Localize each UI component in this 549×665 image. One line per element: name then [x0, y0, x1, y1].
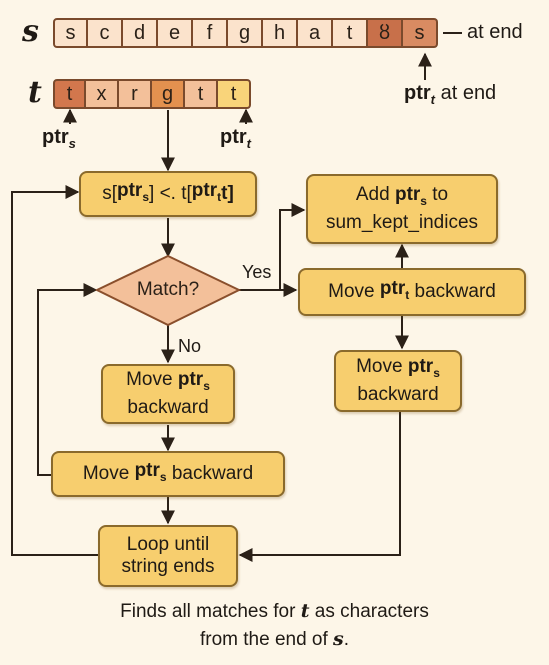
s-label: s [22, 14, 39, 49]
add-to-sum-box: Add ptrs to sum_kept_indices [306, 174, 498, 244]
inner-loop-arrow [37, 283, 98, 476]
yes-label: Yes [242, 262, 272, 282]
caption-line-1: Finds all matches for t as characters [120, 600, 429, 622]
s-row-cell: ȣ [368, 18, 403, 48]
t-row-cell: r [119, 79, 152, 109]
right-to-loop-arrow [238, 410, 401, 562]
s-row-cell: c [88, 18, 123, 48]
outer-loop-arrow [11, 185, 98, 556]
ptr-s-label: ptrs [42, 126, 76, 151]
move-ptr-s-no-box: Move ptrs backward [101, 364, 235, 424]
caption-line-2: from the end of s. [199, 628, 350, 650]
ptr-t-end-label: ptrt at end [404, 82, 497, 107]
s-row-cell: s [53, 18, 88, 48]
t-row-cell: g [152, 79, 185, 109]
t-label: t [28, 75, 42, 110]
s-row-cell: h [263, 18, 298, 48]
ptr-t-label: ptrt [220, 126, 252, 151]
decision-label: Match? [136, 279, 200, 300]
s-row-cell: s [403, 18, 438, 48]
t-row-cell: x [86, 79, 119, 109]
t-row-cell: t [53, 79, 86, 109]
s-end-note: at end [467, 21, 523, 43]
s-row-cell: f [193, 18, 228, 48]
move-ptr-s-right-box: Move ptrs backward [334, 350, 462, 412]
loop-until-box: Loop until string ends [98, 525, 238, 587]
s-row-cell: a [298, 18, 333, 48]
move-ptr-t-box: Move ptrt backward [298, 268, 526, 316]
s-row-cell: g [228, 18, 263, 48]
t-row-cell: t [185, 79, 218, 109]
s-row-cell: t [333, 18, 368, 48]
move-ptr-s-wide-box: Move ptrs backward [51, 451, 285, 497]
t-row-cell: t [218, 79, 251, 109]
decision-diamond [94, 254, 242, 327]
no-label: No [178, 336, 202, 356]
yes-to-add-arrow [279, 203, 306, 290]
s-row-cell: d [123, 18, 158, 48]
s-row-cell: e [158, 18, 193, 48]
